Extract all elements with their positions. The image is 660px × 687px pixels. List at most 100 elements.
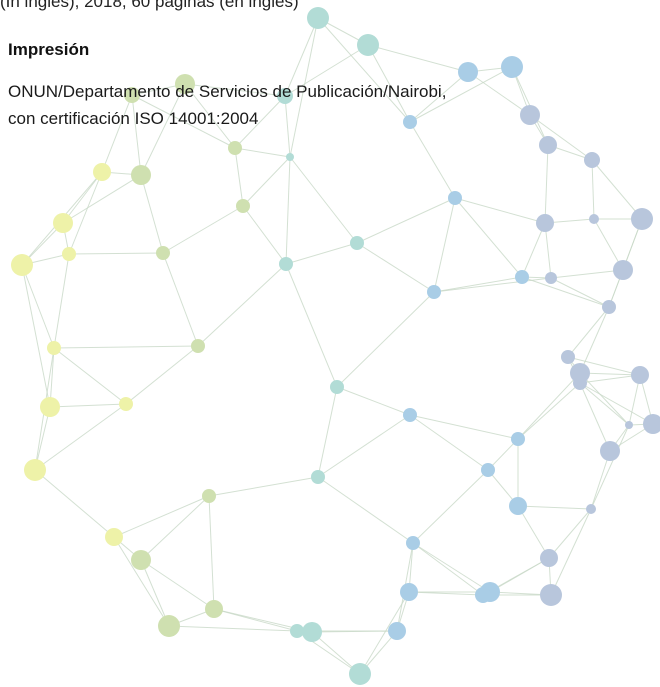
network-node — [307, 7, 329, 29]
network-node — [175, 74, 195, 94]
network-edge — [521, 222, 546, 278]
network-node — [573, 376, 587, 390]
network-edge — [356, 197, 456, 244]
network-node — [191, 339, 205, 353]
network-edge — [162, 252, 199, 347]
network-edge — [242, 156, 291, 207]
network-edge — [184, 83, 236, 149]
body-line-2: con certificación ISO 14001:2004 — [8, 109, 259, 128]
network-node — [349, 663, 371, 685]
network-node — [625, 421, 633, 429]
network-node — [279, 257, 293, 271]
network-edge — [113, 495, 210, 538]
network-node — [158, 615, 180, 637]
network-node — [475, 587, 491, 603]
section-heading: Impresión — [8, 40, 90, 59]
network-edge — [49, 403, 127, 408]
network-edge — [412, 469, 489, 544]
network-edge — [234, 147, 244, 207]
network-edge — [53, 347, 127, 405]
network-edge — [579, 372, 641, 376]
network-edge — [21, 264, 51, 408]
network-edge — [367, 44, 469, 73]
network-edge — [517, 372, 581, 440]
network-edge — [289, 156, 358, 244]
network-node — [481, 463, 495, 477]
network-edge — [317, 414, 411, 478]
network-node — [350, 236, 364, 250]
network-node — [458, 62, 478, 82]
network-edge — [285, 263, 338, 388]
network-node — [427, 285, 441, 299]
network-edge — [317, 476, 414, 544]
network-edge — [567, 306, 610, 358]
network-node — [62, 247, 76, 261]
network-node — [561, 350, 575, 364]
network-edge — [140, 559, 170, 627]
network-edge — [285, 156, 291, 265]
network-node — [202, 489, 216, 503]
network-edge — [34, 403, 127, 471]
network-node — [570, 363, 590, 383]
network-node — [236, 199, 250, 213]
page-top-fragment: (In inglés), 2018, 60 páginas (en inglés… — [0, 0, 299, 11]
network-node — [403, 115, 417, 129]
network-node — [24, 459, 46, 481]
network-edge — [208, 476, 319, 497]
network-node — [584, 152, 600, 168]
network-node — [403, 408, 417, 422]
network-edge — [409, 66, 513, 123]
network-node — [509, 497, 527, 515]
network-node — [545, 272, 557, 284]
network-edge — [454, 197, 523, 278]
network-node — [311, 470, 325, 484]
network-edge — [21, 264, 55, 349]
network-edge — [140, 495, 210, 561]
network-node — [131, 165, 151, 185]
network-node — [40, 397, 60, 417]
network-node — [602, 300, 616, 314]
network-edge — [140, 559, 215, 610]
network-node — [586, 504, 596, 514]
network-node — [515, 270, 529, 284]
network-node — [131, 550, 151, 570]
network-node — [540, 584, 562, 606]
network-node — [406, 536, 420, 550]
network-edge — [317, 386, 338, 478]
network-edge — [356, 242, 435, 293]
network-edge — [131, 94, 236, 149]
section-body: ONUN/Departamento de Servicios de Public… — [8, 78, 608, 132]
network-edge — [311, 630, 398, 633]
network-node — [511, 432, 525, 446]
network-node — [286, 153, 294, 161]
network-edge — [517, 505, 592, 510]
network-edge — [62, 171, 103, 224]
network-edge — [336, 291, 435, 388]
network-node — [520, 105, 540, 125]
network-node — [388, 622, 406, 640]
network-node — [277, 88, 293, 104]
network-node — [631, 366, 649, 384]
network-node — [119, 397, 133, 411]
network-node — [47, 341, 61, 355]
network-edge — [467, 71, 531, 116]
network-edge — [529, 114, 593, 161]
network-edge — [284, 95, 291, 158]
network-edge — [550, 277, 610, 308]
network-edge — [359, 591, 410, 675]
network-edge — [140, 83, 186, 176]
network-node — [53, 213, 73, 233]
network-edge — [289, 17, 319, 158]
network-edge — [550, 508, 592, 596]
network-edge — [53, 345, 199, 349]
body-line-1: ONUN/Departamento de Servicios de Public… — [8, 82, 447, 101]
network-node — [539, 136, 557, 154]
network-edge — [197, 263, 287, 347]
network-node — [330, 380, 344, 394]
network-edge — [284, 17, 319, 97]
network-node — [448, 191, 462, 205]
network-edge — [367, 44, 411, 123]
network-node — [536, 214, 554, 232]
network-edge — [409, 414, 489, 471]
